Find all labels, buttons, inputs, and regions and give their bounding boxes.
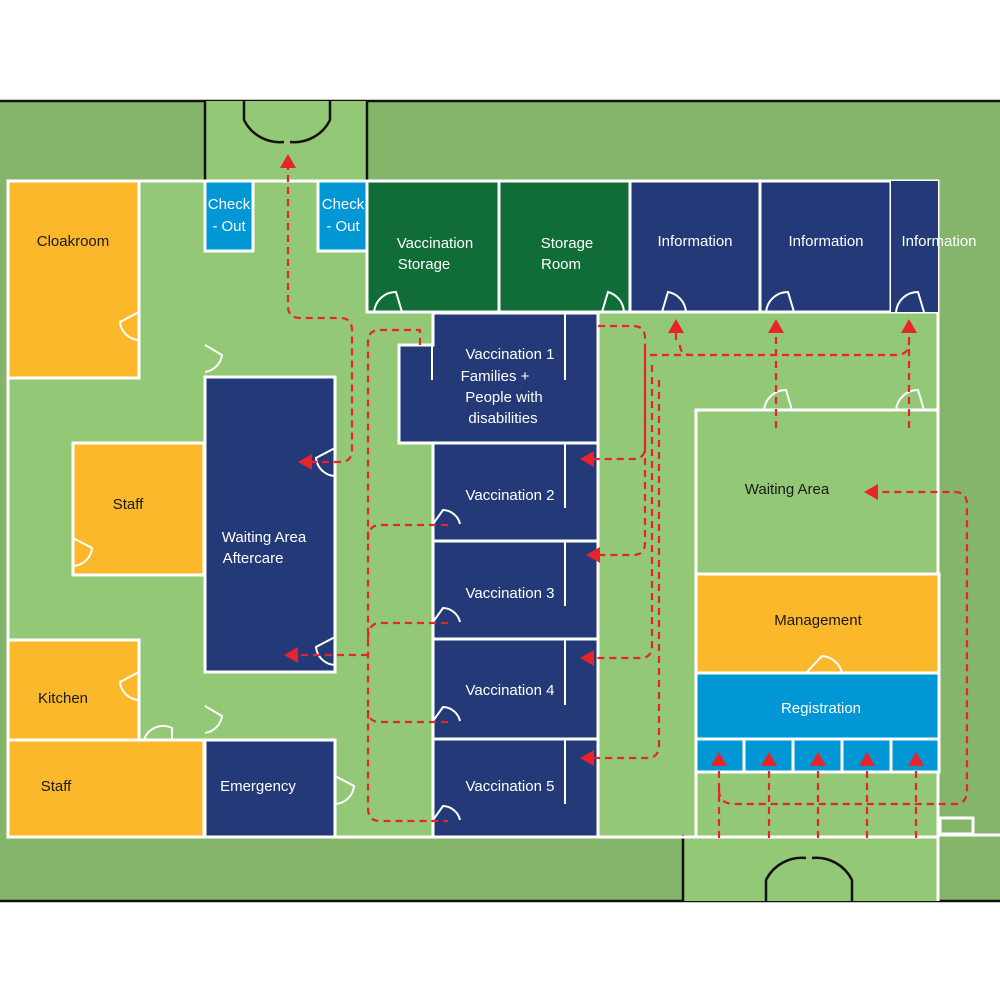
waiting-area-aftercare-line-1: Waiting Area [222, 529, 307, 546]
staff-upper-label: Staff [113, 496, 144, 513]
staff-lower-door [143, 724, 173, 741]
room-staff-upper[interactable]: Staff [71, 441, 206, 577]
vaccination-1-line-2: Families + [461, 368, 530, 385]
cloakroom-label: Cloakroom [37, 233, 110, 250]
room-registration[interactable]: Registration [694, 671, 941, 741]
information-1-label: Information [657, 233, 732, 250]
room-cloakroom[interactable]: Cloakroom [6, 179, 141, 380]
information-2-label: Information [788, 233, 863, 250]
storage-room-line-1: Storage [541, 235, 594, 252]
vaccination-1-line-3: People with [465, 389, 543, 406]
information-3-door [895, 290, 925, 313]
aftercare-door-lower [314, 636, 336, 666]
waiting-area-label: Waiting Area [745, 481, 830, 498]
bottom-entrance-corridor [683, 835, 938, 901]
flow-routes [286, 166, 969, 838]
top-exit-doors[interactable] [242, 101, 332, 144]
vaccination-storage-door [373, 290, 403, 313]
storage-room-line-2: Room [541, 256, 581, 273]
vaccination-storage-line-1: Vaccination [397, 235, 473, 252]
vaccination-1-line-1: Vaccination 1 [466, 346, 555, 363]
aftercare-door-upper [314, 447, 336, 477]
corridor-door-lower [204, 705, 224, 734]
emergency-label: Emergency [220, 778, 296, 795]
vaccination-5-door [432, 804, 461, 821]
room-information-1[interactable]: Information [628, 179, 762, 314]
room-vaccination-2[interactable]: Vaccination 2 [431, 441, 600, 543]
staff-upper-door [72, 537, 94, 567]
vaccination-storage-line-2: Storage [398, 256, 451, 273]
room-vaccination-1[interactable]: Vaccination 1 Families + People with dis… [397, 311, 600, 445]
kitchen-door [118, 671, 140, 701]
top-exit-corridor [205, 101, 367, 183]
waiting-area-door-1 [763, 388, 793, 411]
vaccination-1-line-4: disabilities [468, 410, 537, 427]
vaccination-3-label: Vaccination 3 [466, 585, 555, 602]
check-out-left-line-2: - Out [212, 218, 246, 235]
room-information-2[interactable]: Information [758, 179, 893, 314]
vaccination-4-door [432, 705, 461, 722]
room-vaccination-5[interactable]: Vaccination 5 [431, 737, 600, 839]
management-door [805, 654, 843, 674]
check-out-left-line-1: Check [208, 196, 251, 213]
staff-lower-label: Staff [41, 778, 72, 795]
check-out-right[interactable]: Check - Out [316, 179, 370, 253]
waiting-area-aftercare-line-2: Aftercare [223, 550, 284, 567]
check-out-right-line-1: Check [322, 196, 365, 213]
corridor-door-upper [204, 344, 224, 373]
room-vaccination-storage[interactable]: Vaccination Storage [365, 179, 501, 314]
room-vaccination-3[interactable]: Vaccination 3 [431, 539, 600, 641]
storage-room-door [601, 290, 625, 313]
check-out-left[interactable]: Check - Out [203, 179, 255, 253]
flow-arrowheads [280, 154, 924, 766]
room-waiting-area-aftercare[interactable]: Waiting Area Aftercare [203, 375, 337, 674]
cloakroom-door [118, 311, 140, 341]
information-1-door [661, 290, 687, 313]
room-emergency[interactable]: Emergency [203, 738, 356, 839]
information-3-label: Information [901, 233, 976, 250]
check-out-right-line-2: - Out [326, 218, 360, 235]
room-vaccination-4[interactable]: Vaccination 4 [431, 637, 600, 741]
room-kitchen[interactable]: Kitchen [6, 638, 141, 742]
room-storage-room[interactable]: Storage Room [497, 179, 632, 314]
bottom-entrance-doors[interactable] [764, 856, 854, 901]
vaccination-3-door [432, 606, 461, 623]
room-information-3[interactable]: Information [889, 179, 977, 314]
kitchen-label: Kitchen [38, 690, 88, 707]
vaccination-2-label: Vaccination 2 [466, 487, 555, 504]
vaccination-2-door [432, 508, 461, 525]
information-2-door [765, 290, 795, 313]
vaccination-4-label: Vaccination 4 [466, 682, 555, 699]
room-staff-lower[interactable]: Staff [6, 724, 206, 839]
registration-label: Registration [781, 700, 861, 717]
waiting-area-door-2 [895, 388, 925, 411]
room-management[interactable]: Management [694, 572, 941, 675]
management-label: Management [774, 612, 862, 629]
emergency-door [334, 775, 356, 805]
vaccination-5-label: Vaccination 5 [466, 778, 555, 795]
